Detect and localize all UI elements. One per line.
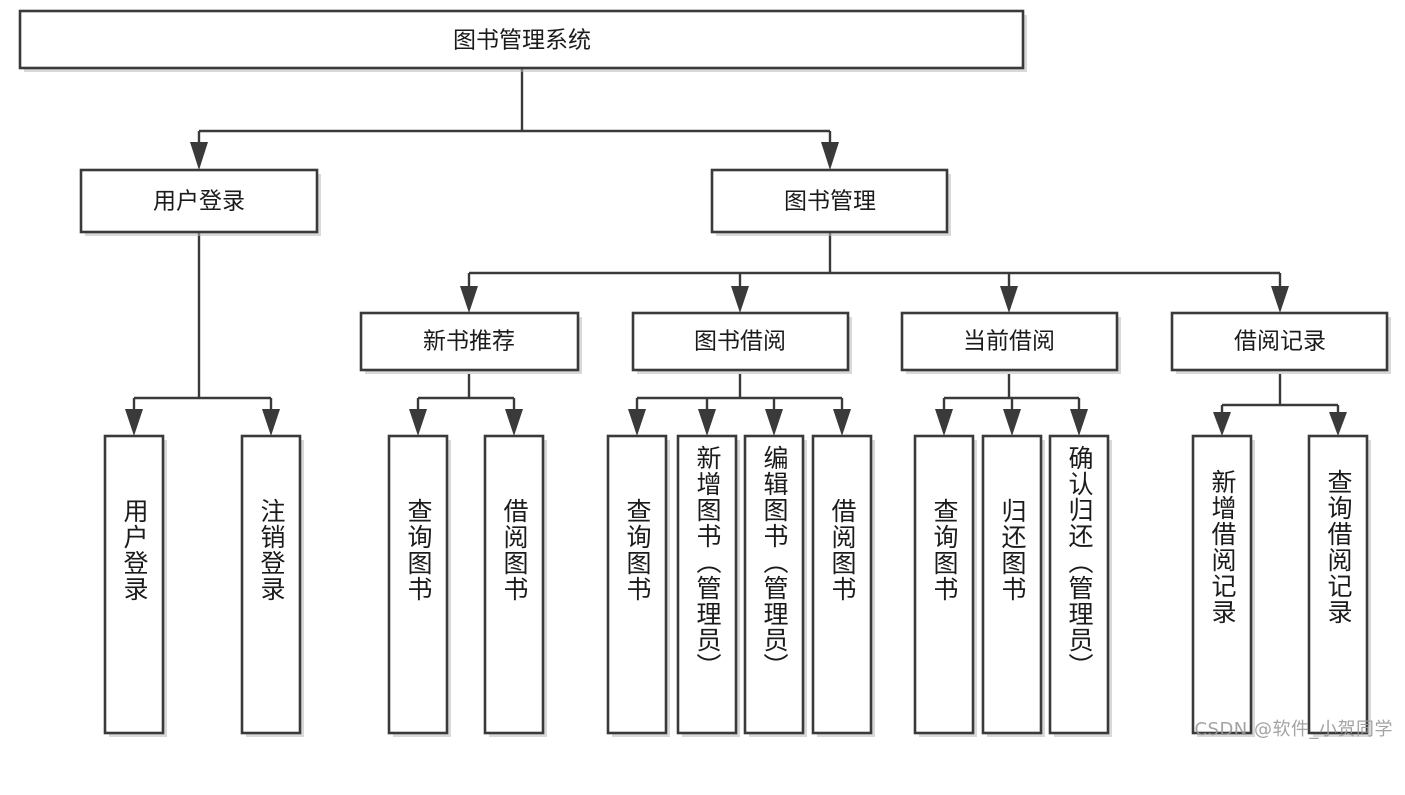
leaf-borrow-record-2-box[interactable]	[1307, 434, 1369, 735]
arrow-user-login-leaf-2	[262, 409, 280, 436]
arrow-to-current-borrow	[1000, 286, 1018, 313]
new-book-node-label: 新书推荐	[423, 329, 515, 355]
arrow-book-borrow-leaf-1	[628, 409, 646, 436]
arrow-new-book-leaf-1	[409, 409, 427, 436]
leaf-current-borrow-3-box[interactable]	[1048, 434, 1110, 735]
arrow-root-to-book-manage	[821, 142, 839, 170]
borrow-record-node-box[interactable]	[1170, 311, 1389, 372]
arrow-book-borrow-leaf-2	[698, 409, 716, 436]
book-manage-node-label: 图书管理	[784, 189, 876, 215]
current-borrow-node-box[interactable]	[900, 311, 1119, 372]
connector-layer	[125, 68, 1347, 436]
flowchart-svg: 图书管理系统 用户登录 图书管理 新书推荐 图书借阅 当前借阅 借阅记录	[18, 9, 1391, 737]
arrow-book-borrow-leaf-3	[765, 409, 783, 436]
leaf-current-borrow-1-box[interactable]	[913, 434, 975, 735]
arrow-current-borrow-leaf-1	[935, 409, 953, 436]
root-node-box[interactable]	[18, 9, 1025, 70]
leaf-current-borrow-2-box[interactable]	[981, 434, 1043, 735]
arrow-to-borrow-record	[1271, 286, 1289, 313]
book-manage-node-box[interactable]	[710, 168, 949, 234]
leaf-new-book-1-box[interactable]	[387, 434, 449, 735]
arrow-user-login-leaf-1	[125, 409, 143, 436]
arrow-new-book-leaf-2	[505, 409, 523, 436]
leaf-book-borrow-3-box[interactable]	[743, 434, 805, 735]
node-layer: 图书管理系统 用户登录 图书管理 新书推荐 图书借阅 当前借阅 借阅记录	[18, 9, 1391, 737]
diagram-canvas: 图书管理系统 用户登录 图书管理 新书推荐 图书借阅 当前借阅 借阅记录	[18, 9, 1393, 740]
arrow-current-borrow-leaf-3	[1070, 409, 1088, 436]
book-borrow-node-box[interactable]	[631, 311, 850, 372]
arrow-to-book-borrow	[731, 286, 749, 313]
leaf-user-login-1-box[interactable]	[103, 434, 165, 735]
arrow-book-borrow-leaf-4	[833, 409, 851, 436]
leaf-user-login-2-box[interactable]	[240, 434, 302, 735]
user-login-node-box[interactable]	[79, 168, 319, 234]
csdn-watermark: CSDN @软件_小贺同学	[1194, 719, 1393, 740]
leaf-borrow-record-1-box[interactable]	[1191, 434, 1253, 735]
arrow-borrow-record-leaf-1	[1213, 412, 1231, 436]
leaf-book-borrow-4-box[interactable]	[811, 434, 873, 735]
book-borrow-node-label: 图书借阅	[694, 329, 786, 355]
arrow-to-new-book	[460, 286, 478, 313]
leaf-book-borrow-2-box[interactable]	[676, 434, 738, 735]
borrow-record-node-label: 借阅记录	[1234, 329, 1326, 355]
current-borrow-node-label: 当前借阅	[963, 329, 1055, 355]
new-book-node-box[interactable]	[359, 311, 580, 372]
leaf-new-book-2-box[interactable]	[483, 434, 545, 735]
root-node-label: 图书管理系统	[453, 28, 591, 54]
arrow-root-to-user-login	[190, 142, 208, 170]
leaf-book-borrow-1-box[interactable]	[606, 434, 668, 735]
user-login-node-label: 用户登录	[153, 189, 245, 215]
arrow-borrow-record-leaf-2	[1329, 412, 1347, 436]
arrow-current-borrow-leaf-2	[1003, 409, 1021, 436]
